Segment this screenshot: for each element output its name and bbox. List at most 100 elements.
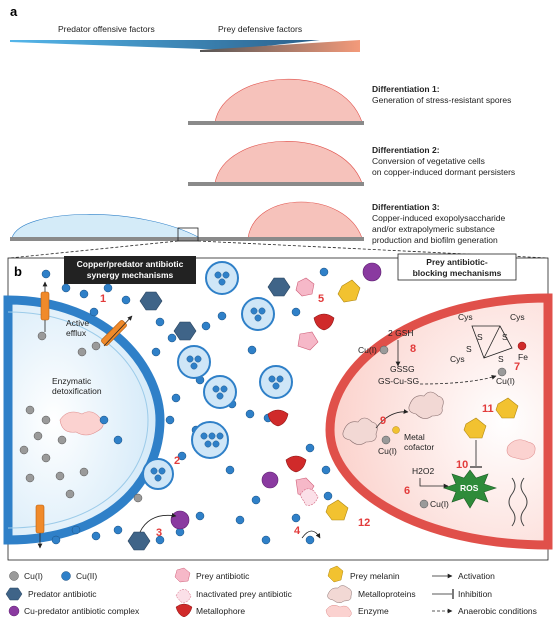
- s-label-4: S: [498, 354, 504, 364]
- fe-s-cluster: [471, 325, 513, 359]
- s-label-1: S: [477, 332, 483, 342]
- active-efflux-label-2: efflux: [66, 328, 87, 338]
- number-2: 2: [174, 455, 180, 467]
- efflux-pump-top: [40, 281, 50, 332]
- prey-cell: [325, 293, 553, 550]
- enzymatic-detox-label-2: detoxification: [52, 386, 102, 396]
- svg-text:on copper-induced dormant pers: on copper-induced dormant persisters: [372, 167, 515, 177]
- number-5: 5: [318, 293, 324, 305]
- number-12: 12: [358, 517, 370, 529]
- number-10: 10: [456, 459, 468, 471]
- legend-label-inhibition: Inhibition: [458, 589, 492, 599]
- efflux-pump-diagonal: [101, 315, 133, 347]
- legend-label-anaerobic: Anaerobic conditions: [458, 606, 537, 616]
- metalloproteins-icon: [327, 585, 352, 603]
- s-label-3: S: [466, 344, 472, 354]
- fe-label: Fe: [518, 352, 528, 362]
- number-4: 4: [294, 525, 301, 537]
- legend-label-inactivated: Inactivated prey antibiotic: [196, 589, 293, 599]
- active-efflux-label: Active: [66, 318, 89, 328]
- inactivated-prey-antibiotic-icon: [175, 589, 192, 603]
- predator-antibiotic-icon: [5, 587, 23, 601]
- legend-label-metalloproteins: Metalloproteins: [358, 589, 416, 599]
- number-11: 11: [482, 403, 494, 415]
- number-6: 6: [404, 485, 410, 497]
- h2o2-label: H2O2: [412, 466, 434, 476]
- prey-gradient: [200, 40, 360, 52]
- gradient-right-label: Prey defensive factors: [218, 24, 302, 34]
- legend-label-cu-i: Cu(I): [24, 571, 43, 581]
- cys-label-1: Cys: [458, 312, 473, 322]
- panel-b-letter: b: [14, 264, 22, 279]
- svg-text:synergy mechanisms: synergy mechanisms: [87, 270, 174, 280]
- prey-melanin-shapes: [325, 279, 519, 521]
- cu-i-dot-c: [381, 435, 391, 445]
- cu-i-dots-predator: [19, 331, 143, 503]
- cu-i-dot-a: [379, 345, 389, 355]
- svg-text:Differentiation 2:: Differentiation 2:: [372, 145, 440, 155]
- cu-i-icon: [9, 571, 19, 581]
- metal-cofactor-label: Metal: [404, 432, 425, 442]
- arrow-3: [139, 512, 177, 533]
- enzyme-icon: [325, 604, 352, 617]
- number-9: 9: [380, 415, 386, 427]
- dna-helix: [508, 477, 528, 527]
- s-label-2: S: [502, 332, 508, 342]
- legend-label-enzyme: Enzyme: [358, 606, 389, 616]
- svg-text:and/or extrapolymeric substanc: and/or extrapolymeric substance: [372, 224, 495, 234]
- svg-text:Prey antibiotic-: Prey antibiotic-: [426, 257, 488, 267]
- svg-text:Differentiation 3:: Differentiation 3:: [372, 202, 440, 212]
- gs-cu-sg-label: GS-Cu-SG: [378, 376, 419, 386]
- differentiation-3-text: Differentiation 3: Copper-induced exopol…: [372, 202, 506, 245]
- legend: Cu(I) Cu(II) Prey antibiotic Prey melani…: [5, 565, 537, 617]
- enzyme-shape: [59, 411, 104, 436]
- cu-i-label-c: Cu(I): [378, 446, 397, 456]
- legend-label-prey-melanin: Prey melanin: [350, 571, 400, 581]
- arrow-4: [301, 530, 321, 539]
- svg-text:Copper-induced exopolysacchari: Copper-induced exopolysaccharide: [372, 213, 506, 223]
- synergy-mechanisms-box: Copper/predator antibiotic synergy mecha…: [64, 256, 196, 284]
- ros-label: ROS: [460, 483, 479, 493]
- cu-i-dot-d: [419, 499, 429, 509]
- differentiation-2-mound: [188, 141, 364, 186]
- efflux-pump-bottom: [35, 504, 45, 549]
- predator-antibiotic-shapes: [127, 277, 291, 551]
- h2o2-arrow: [419, 478, 449, 489]
- cu-i-dot-b: [497, 367, 507, 377]
- legend-label-predator-antibiotic: Predator antibiotic: [28, 589, 97, 599]
- legend-label-activation: Activation: [458, 571, 495, 581]
- enzyme-prey: [506, 439, 536, 460]
- number-1: 1: [100, 293, 106, 305]
- legend-label-metallophore: Metallophore: [196, 606, 245, 616]
- cu-vesicles: [142, 261, 293, 490]
- svg-text:production and biofilm generat: production and biofilm generation: [372, 235, 498, 245]
- cu-predator-complex-icon: [8, 605, 20, 617]
- differentiation-1-text: Differentiation 1: Generation of stress-…: [372, 84, 511, 105]
- fe-dot: [517, 341, 527, 351]
- cu-i-label-d: Cu(I): [430, 499, 449, 509]
- cu-ii-icon: [61, 571, 71, 581]
- prey-antibiotic-icon: [174, 567, 191, 583]
- legend-label-prey-antibiotic: Prey antibiotic: [196, 571, 250, 581]
- differentiation-1-mound: [188, 78, 364, 125]
- svg-text:blocking mechanisms: blocking mechanisms: [413, 268, 502, 278]
- cu-i-label-b: Cu(I): [496, 376, 515, 386]
- enzymatic-detox-label: Enzymatic: [52, 376, 92, 386]
- legend-label-cu-ii: Cu(II): [76, 571, 97, 581]
- metal-cofactor-label-2: cofactor: [404, 442, 434, 452]
- gssg-label: GSSG: [390, 364, 415, 374]
- svg-text:Conversion of vegetative cells: Conversion of vegetative cells: [372, 156, 485, 166]
- number-8: 8: [410, 343, 416, 355]
- gradient-left-label: Predator offensive factors: [58, 24, 155, 34]
- blocking-mechanisms-box: Prey antibiotic- blocking mechanisms: [397, 253, 517, 281]
- metalloprotein-arrow: [375, 409, 409, 429]
- number-3: 3: [156, 527, 162, 539]
- anaerobic-arrow: [419, 374, 497, 385]
- metallophore-icon: [175, 603, 193, 617]
- panel-a-letter: a: [10, 4, 18, 19]
- gsh-label: 2 GSH: [388, 328, 414, 338]
- metal-cofactor-dot: [392, 426, 400, 434]
- cys-label-3: Cys: [450, 354, 465, 364]
- legend-label-cu-predator-complex: Cu-predator antibiotic complex: [24, 606, 140, 616]
